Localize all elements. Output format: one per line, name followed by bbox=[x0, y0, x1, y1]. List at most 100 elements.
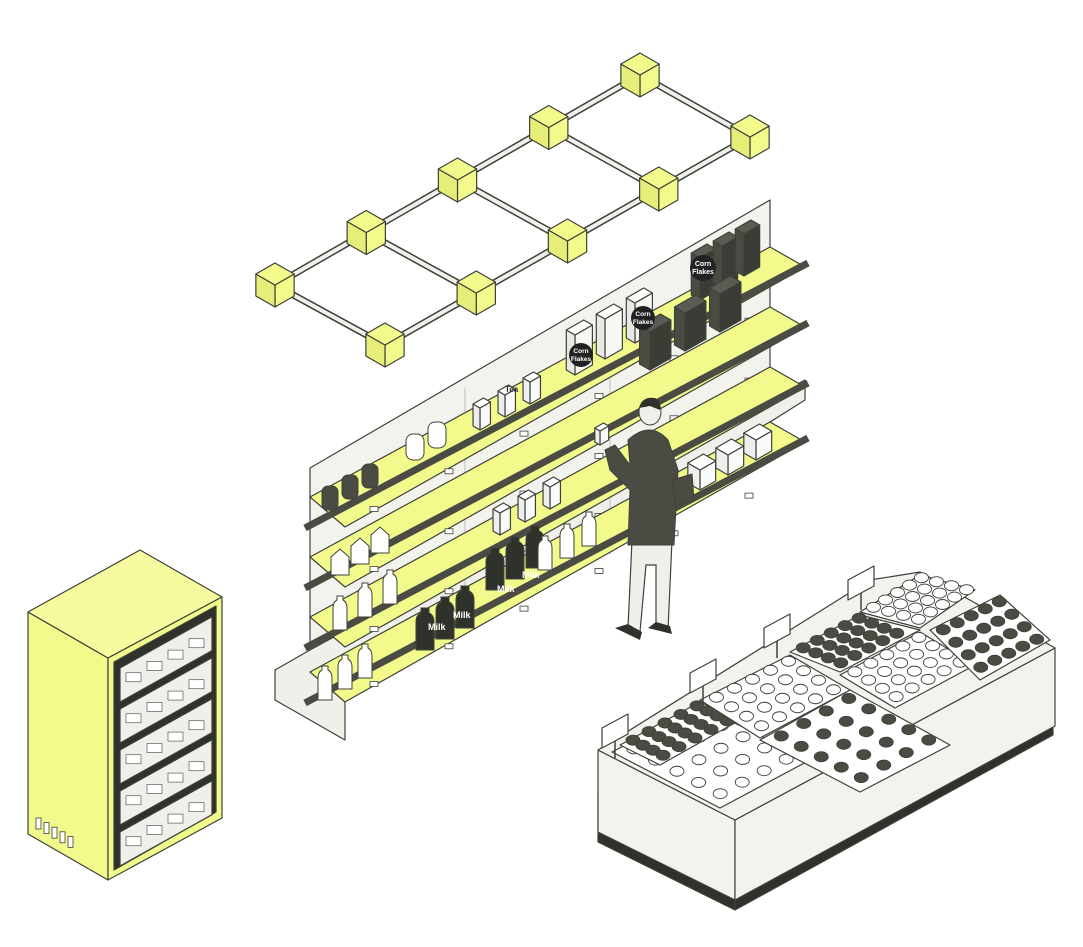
produce-item bbox=[691, 754, 707, 766]
box-face bbox=[565, 319, 594, 336]
produce-item bbox=[908, 602, 923, 614]
produce-item bbox=[1001, 647, 1017, 659]
produce-item bbox=[878, 594, 893, 606]
cereal-label-line2: Flakes bbox=[633, 319, 654, 326]
fridge-shelf-window bbox=[119, 698, 213, 785]
produce-item bbox=[973, 661, 989, 673]
produce-item bbox=[850, 625, 866, 637]
fridge-item bbox=[188, 638, 205, 649]
bottle bbox=[559, 523, 575, 559]
bottle bbox=[337, 654, 353, 690]
cereal-label-line1: Corn bbox=[573, 348, 588, 355]
box-face bbox=[346, 209, 386, 234]
milk-bottle bbox=[485, 547, 505, 591]
price-tag bbox=[369, 566, 379, 572]
price-tag bbox=[444, 588, 454, 595]
cereal-box-dark bbox=[712, 231, 739, 289]
cereal-box-dark bbox=[734, 219, 761, 277]
produce-item bbox=[735, 754, 751, 765]
produce-item bbox=[864, 617, 880, 629]
box-face bbox=[690, 243, 717, 259]
vent-slot bbox=[51, 826, 58, 839]
produce-item bbox=[760, 683, 775, 695]
produce-item bbox=[974, 642, 990, 654]
produce-item bbox=[773, 730, 789, 742]
produce-item bbox=[977, 603, 993, 615]
sensor-box bbox=[620, 52, 660, 98]
produce-item bbox=[724, 701, 739, 713]
produce-item bbox=[712, 788, 728, 800]
produce-item bbox=[763, 664, 778, 676]
tea-box bbox=[542, 476, 562, 510]
bin-bananas bbox=[839, 631, 976, 709]
produce-item bbox=[929, 576, 944, 588]
dark-box bbox=[673, 294, 707, 352]
shoe bbox=[648, 622, 672, 634]
produce-item bbox=[889, 627, 905, 639]
milk-label: Milk bbox=[428, 622, 446, 632]
produce-item bbox=[837, 620, 853, 632]
refrigerator-cabinet bbox=[27, 549, 223, 881]
jar bbox=[427, 421, 447, 449]
price-tag bbox=[444, 528, 454, 535]
produce-item bbox=[877, 666, 893, 677]
jar bbox=[361, 463, 379, 489]
produce-item bbox=[866, 601, 881, 613]
price-sign bbox=[847, 565, 875, 601]
produce-item bbox=[1004, 608, 1020, 620]
box-face bbox=[594, 422, 610, 432]
sensor-box bbox=[547, 218, 588, 264]
produce-item bbox=[826, 684, 841, 696]
produce-item bbox=[922, 657, 938, 668]
fridge-item bbox=[125, 836, 142, 847]
milk-bottle bbox=[505, 536, 525, 580]
produce-item bbox=[834, 644, 850, 656]
produce-item bbox=[879, 649, 895, 661]
box-face bbox=[734, 219, 761, 235]
produce-item bbox=[890, 587, 905, 598]
bottle bbox=[581, 511, 597, 547]
fridge-item bbox=[146, 702, 163, 712]
price-tag bbox=[594, 568, 604, 574]
fridge-item bbox=[146, 825, 163, 835]
produce-item bbox=[960, 649, 976, 661]
produce-item bbox=[847, 666, 863, 678]
fridge-item bbox=[146, 743, 163, 753]
produce-item bbox=[898, 747, 914, 758]
produce-item bbox=[911, 631, 927, 643]
fridge-shelf-window bbox=[119, 616, 213, 703]
produce-item bbox=[820, 652, 836, 664]
tea-box bbox=[522, 371, 542, 405]
bin-avocados bbox=[929, 594, 1051, 681]
produce-item bbox=[936, 665, 952, 677]
produce-item bbox=[858, 726, 874, 738]
price-tag bbox=[444, 643, 454, 650]
price-tag bbox=[519, 430, 529, 437]
price-tag bbox=[594, 393, 604, 399]
cereal-box-label: Corn Flakes bbox=[690, 255, 716, 281]
price-tag bbox=[369, 626, 379, 632]
price-tag bbox=[369, 506, 379, 512]
produce-item bbox=[906, 665, 922, 677]
produce-item bbox=[781, 655, 796, 667]
produce-item bbox=[709, 691, 724, 703]
sensor-box bbox=[437, 157, 478, 203]
produce-bin bbox=[929, 594, 1051, 681]
produce-item bbox=[853, 772, 869, 783]
tea-box bbox=[472, 397, 492, 431]
produce-item bbox=[1016, 621, 1032, 633]
produce-item bbox=[793, 740, 809, 752]
bottle bbox=[537, 535, 553, 571]
box-face bbox=[673, 306, 686, 352]
produce-item bbox=[818, 705, 834, 717]
sensor-box bbox=[529, 104, 569, 151]
fridge-item bbox=[188, 720, 205, 731]
produce-item bbox=[862, 630, 878, 642]
box-face bbox=[497, 384, 517, 396]
fridge-item bbox=[167, 690, 184, 701]
produce-item bbox=[795, 642, 811, 654]
produce-item bbox=[893, 598, 908, 610]
bottle bbox=[332, 595, 348, 631]
tub bbox=[743, 423, 773, 461]
produce-item bbox=[863, 657, 879, 669]
